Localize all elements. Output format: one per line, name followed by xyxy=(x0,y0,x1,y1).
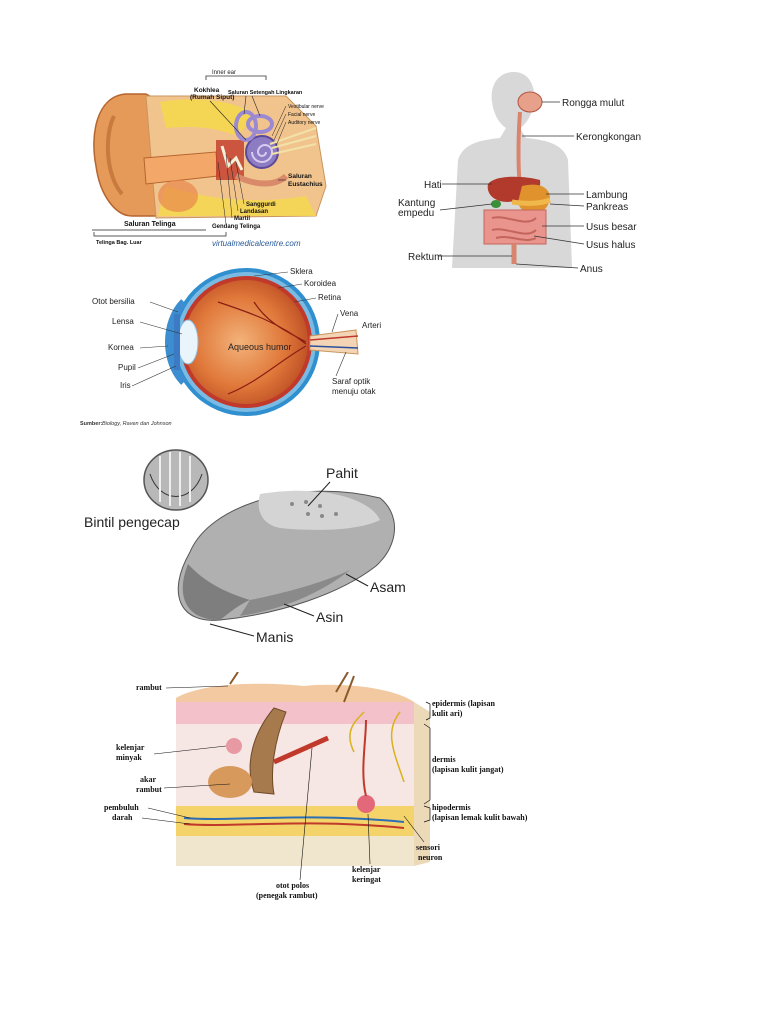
label-otot-polos-2: (penegak rambut) xyxy=(256,891,318,900)
label-sensori-2: neuron xyxy=(418,853,443,862)
ear-diagram: Inner ear Kokhlea (Rumah Siput) Saluran … xyxy=(86,66,348,254)
label-kantung-2: empedu xyxy=(398,208,434,219)
label-kantung-1: Kantung xyxy=(398,198,435,209)
label-source-text: Biology, Raven dan Johnson xyxy=(102,421,172,427)
label-kelenjar-minyak-1: kelenjar xyxy=(116,743,145,752)
label-telinga-luar: Telinga Bag. Luar xyxy=(96,240,143,246)
label-martil: Martil xyxy=(234,216,250,222)
label-gendang-telinga: Gendang Telinga xyxy=(212,224,261,230)
label-iris: Iris xyxy=(120,381,131,390)
label-kelenjar-keringat-2: keringat xyxy=(352,875,381,884)
label-otot-bersilia: Otot bersilia xyxy=(92,297,135,306)
label-rektum: Rektum xyxy=(408,252,442,263)
label-pupil: Pupil xyxy=(118,363,136,372)
label-akar-1: akar xyxy=(140,775,156,784)
label-saluran-eustachius-1: Saluran xyxy=(288,173,312,180)
label-vena: Vena xyxy=(340,309,359,318)
label-inner-ear: Inner ear xyxy=(212,70,236,76)
label-pahit: Pahit xyxy=(326,465,358,481)
label-retina: Retina xyxy=(318,293,342,302)
label-dermis-1: dermis xyxy=(432,755,456,764)
label-dermis-2: (lapisan kulit jangat) xyxy=(432,765,504,774)
label-usus-besar: Usus besar xyxy=(586,222,637,233)
label-landasan: Landasan xyxy=(240,209,268,215)
label-pembuluh-2: darah xyxy=(112,813,133,822)
ear-illustration: Inner ear Kokhlea (Rumah Siput) Saluran … xyxy=(92,70,327,248)
label-epidermis-1: epidermis (lapisan xyxy=(432,699,495,708)
label-usus-halus: Usus halus xyxy=(586,240,635,251)
label-rumah-siput: (Rumah Siput) xyxy=(190,94,234,101)
label-hipodermis-1: hipodermis xyxy=(432,803,471,812)
digestive-illustration: Rongga mulut Kerongkongan Hati Lambung K… xyxy=(398,72,641,275)
skin-illustration: rambut kelenjar minyak akar rambut pembu… xyxy=(104,671,528,900)
label-source: Sumber: xyxy=(80,421,102,427)
label-rambut: rambut xyxy=(136,683,162,692)
eye-illustration: Sklera Koroidea Retina Vena Arteri Otot … xyxy=(80,267,381,427)
label-saluran-setengah: Saluran Setengah Lingkaran xyxy=(228,90,303,96)
tongue-diagram: Bintil pengecap Pahit Asam Asin Manis xyxy=(80,444,410,645)
label-saluran-eustachius-2: Eustachius xyxy=(288,181,323,188)
label-sanggurdi: Sanggurdi xyxy=(246,202,276,208)
label-anus: Anus xyxy=(580,264,603,275)
skin-diagram: rambut kelenjar minyak akar rambut pembu… xyxy=(104,671,564,904)
eye-diagram: Sklera Koroidea Retina Vena Arteri Otot … xyxy=(78,262,390,432)
label-akar-2: rambut xyxy=(136,785,162,794)
label-epidermis-2: kulit ari) xyxy=(432,709,463,718)
label-aqueous-humor: Aqueous humor xyxy=(228,342,292,352)
label-koroidea: Koroidea xyxy=(304,279,337,288)
label-facial-nerve: Facial nerve xyxy=(288,112,315,118)
label-hipodermis-2: (lapisan lemak kulit bawah) xyxy=(432,813,528,822)
label-kelenjar-minyak-2: minyak xyxy=(116,753,142,762)
label-bintil-pengecap: Bintil pengecap xyxy=(84,514,180,530)
label-sensori-1: sensori xyxy=(416,843,441,852)
digestive-diagram: Rongga mulut Kerongkongan Hati Lambung K… xyxy=(396,68,658,284)
label-saluran-telinga: Saluran Telinga xyxy=(124,221,176,228)
label-vestibular-nerve: Vestibular nerve xyxy=(288,104,324,110)
label-asam: Asam xyxy=(370,579,406,595)
label-manis: Manis xyxy=(256,629,293,644)
label-pembuluh-1: pembuluh xyxy=(104,803,139,812)
label-sklera: Sklera xyxy=(290,267,313,276)
tongue-illustration: Bintil pengecap Pahit Asam Asin Manis xyxy=(84,449,406,645)
credit-virtualmedicalcentre: virtualmedicalcentre.com xyxy=(212,239,301,248)
label-saraf-optik-1: Saraf optik xyxy=(332,377,371,386)
label-kokhlea: Kokhlea xyxy=(194,87,220,94)
label-lambung: Lambung xyxy=(586,190,628,201)
label-rongga-mulut: Rongga mulut xyxy=(562,98,624,109)
label-kelenjar-keringat-1: kelenjar xyxy=(352,865,381,874)
label-hati: Hati xyxy=(424,180,442,191)
label-arteri: Arteri xyxy=(362,321,381,330)
label-otot-polos-1: otot polos xyxy=(276,881,309,890)
label-kornea: Kornea xyxy=(108,343,134,352)
label-saraf-optik-2: menuju otak xyxy=(332,387,377,396)
label-asin: Asin xyxy=(316,609,343,625)
label-kerongkongan: Kerongkongan xyxy=(576,132,641,143)
label-pankreas: Pankreas xyxy=(586,202,628,213)
label-auditory-nerve: Auditory nerve xyxy=(288,120,320,126)
label-lensa: Lensa xyxy=(112,317,134,326)
